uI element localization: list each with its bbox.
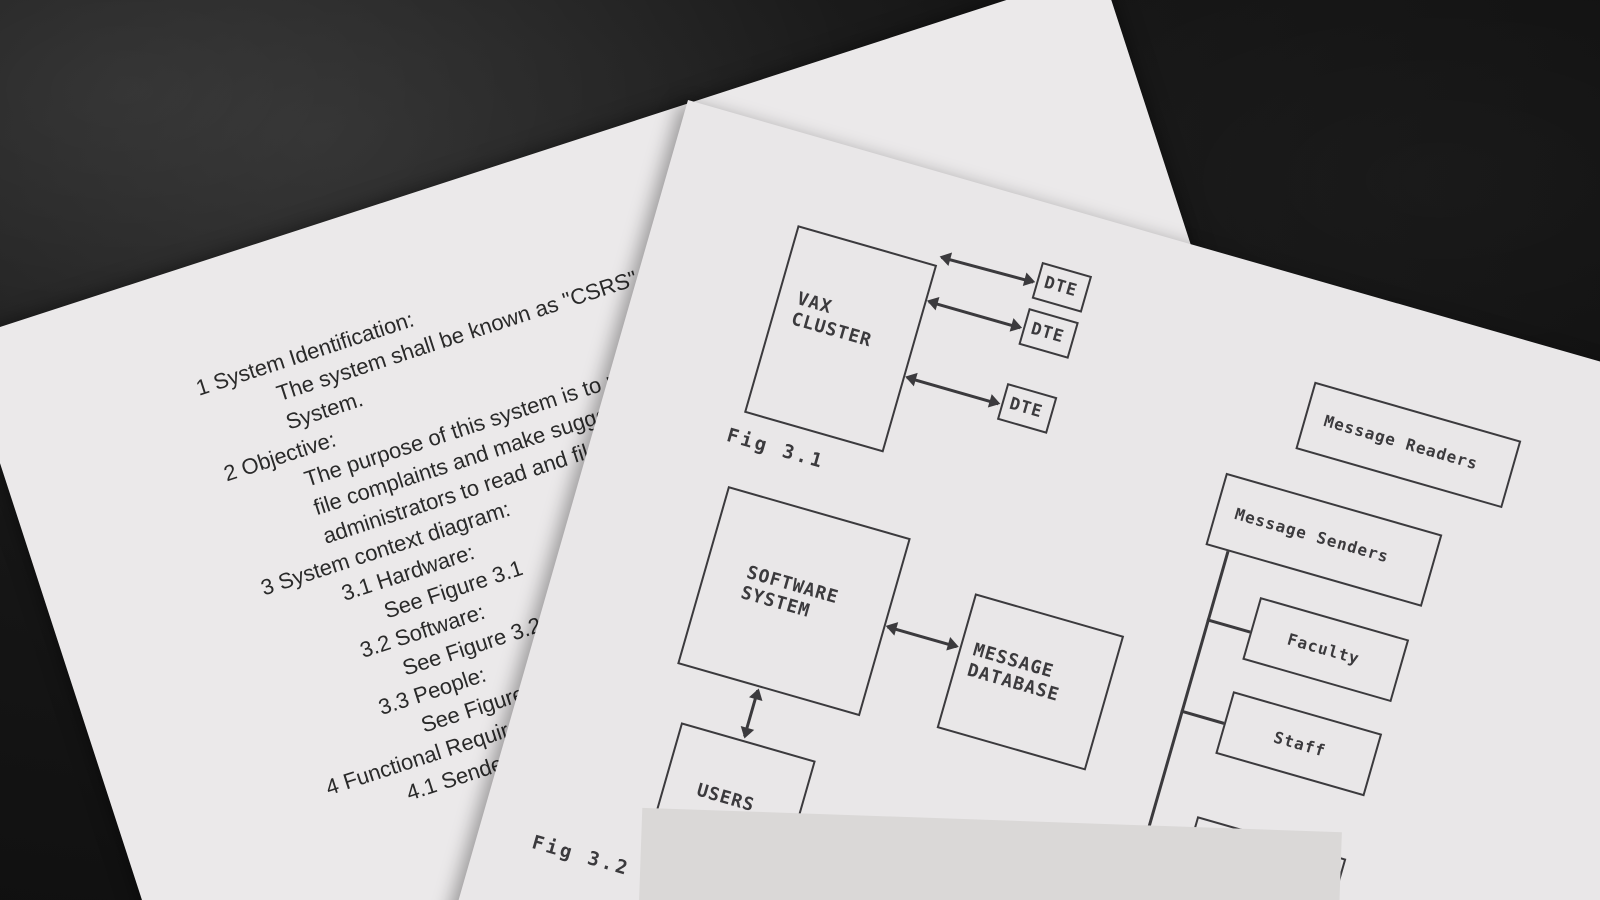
- staff-box: Staff: [1215, 691, 1383, 797]
- dte-terminal-3: DTE: [996, 382, 1058, 434]
- dte-label-1: DTE: [1041, 272, 1080, 302]
- message-senders-box: Message Senders: [1205, 472, 1443, 607]
- faculty-label: Faculty: [1285, 629, 1362, 669]
- senders-tree-trunk: [1138, 550, 1229, 860]
- software-system-box: SOFTWARE SYSTEM: [677, 486, 911, 717]
- message-readers-box: Message Readers: [1295, 381, 1522, 509]
- link-arrow-1: [941, 256, 1034, 284]
- link-arrow-3: [906, 376, 999, 405]
- staff-label: Staff: [1271, 727, 1328, 761]
- vax-cluster-label: VAX CLUSTER: [788, 288, 875, 352]
- link-arrow-2: [928, 300, 1021, 329]
- message-database-box: MESSAGE DATABASE: [936, 593, 1125, 771]
- dte-terminal-2: DTE: [1018, 308, 1079, 359]
- fig-3-2-caption: Fig 3.2: [529, 831, 633, 881]
- dte-label-2: DTE: [1028, 318, 1067, 348]
- dte-terminal-1: DTE: [1031, 261, 1093, 313]
- software-system-label: SOFTWARE SYSTEM: [738, 562, 842, 622]
- message-senders-label: Message Senders: [1232, 504, 1392, 567]
- users-link-arrow: [743, 690, 760, 737]
- vax-cluster-box: VAX CLUSTER: [744, 225, 938, 453]
- faculty-box: Faculty: [1242, 596, 1410, 703]
- message-readers-label: Message Readers: [1321, 411, 1481, 474]
- dte-label-3: DTE: [1007, 393, 1045, 423]
- branch-faculty: [1206, 618, 1251, 634]
- message-database-label: MESSAGE DATABASE: [964, 639, 1062, 706]
- db-link-arrow: [887, 625, 958, 648]
- branch-staff: [1180, 709, 1225, 725]
